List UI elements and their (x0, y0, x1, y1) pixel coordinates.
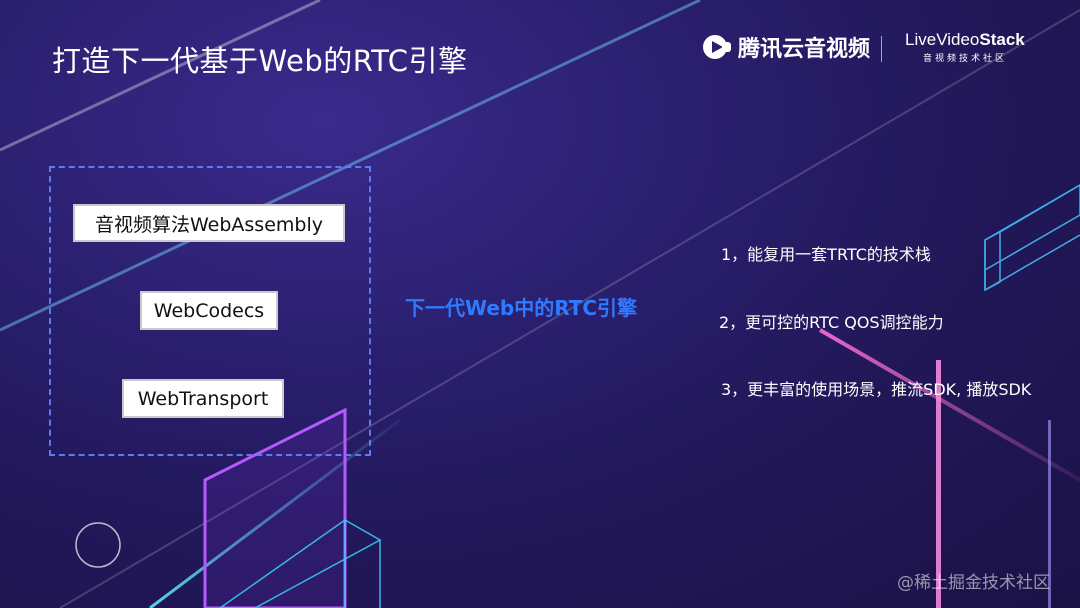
streak-line (819, 328, 1080, 482)
component-webtransport: WebTransport (122, 379, 284, 418)
livevideostack-wordmark: LiveVideoStack (905, 30, 1045, 50)
rtc-engine-label: 下一代Web中的RTC引擎 (405, 296, 638, 320)
livevideostack-logo: LiveVideoStack 音视频技术社区 (905, 30, 1045, 64)
component-webcodecs: WebCodecs (140, 291, 278, 330)
wireframe-box-bottom (218, 519, 382, 608)
decor-circle (75, 522, 121, 568)
lvs-mid: Video (936, 30, 980, 49)
pillar-glow (936, 360, 941, 608)
tencent-cloud-name: 腾讯云音视频 (738, 37, 871, 62)
logo-divider (881, 36, 882, 62)
play-logo-icon (703, 35, 731, 59)
tencent-cloud-logo: 腾讯云音视频 (702, 31, 870, 63)
streak-line (149, 418, 401, 608)
component-webassembly: 音视频算法WebAssembly (73, 204, 345, 242)
wireframe-bar-right (984, 184, 1080, 292)
benefit-point-1: 1，能复用一套TRTC的技术栈 (721, 245, 931, 264)
benefit-point-3: 3，更丰富的使用场景，推流SDK, 播放SDK (721, 380, 1032, 399)
streak-line (0, 0, 321, 152)
streak-line (59, 9, 1080, 608)
lvs-bold: Stack (979, 30, 1025, 49)
components-dashed-box (49, 166, 371, 456)
streak-line (0, 0, 701, 332)
lvs-prefix: Live (905, 30, 937, 49)
benefit-point-2: 2，更可控的RTC QOS调控能力 (719, 313, 944, 332)
slide-title: 打造下一代基于Web的RTC引擎 (52, 44, 468, 78)
livevideostack-subtitle: 音视频技术社区 (923, 54, 1008, 64)
purple-panel (203, 407, 347, 608)
watermark: @稀土掘金技术社区 (897, 573, 1050, 593)
pillar-glow (1048, 420, 1051, 608)
